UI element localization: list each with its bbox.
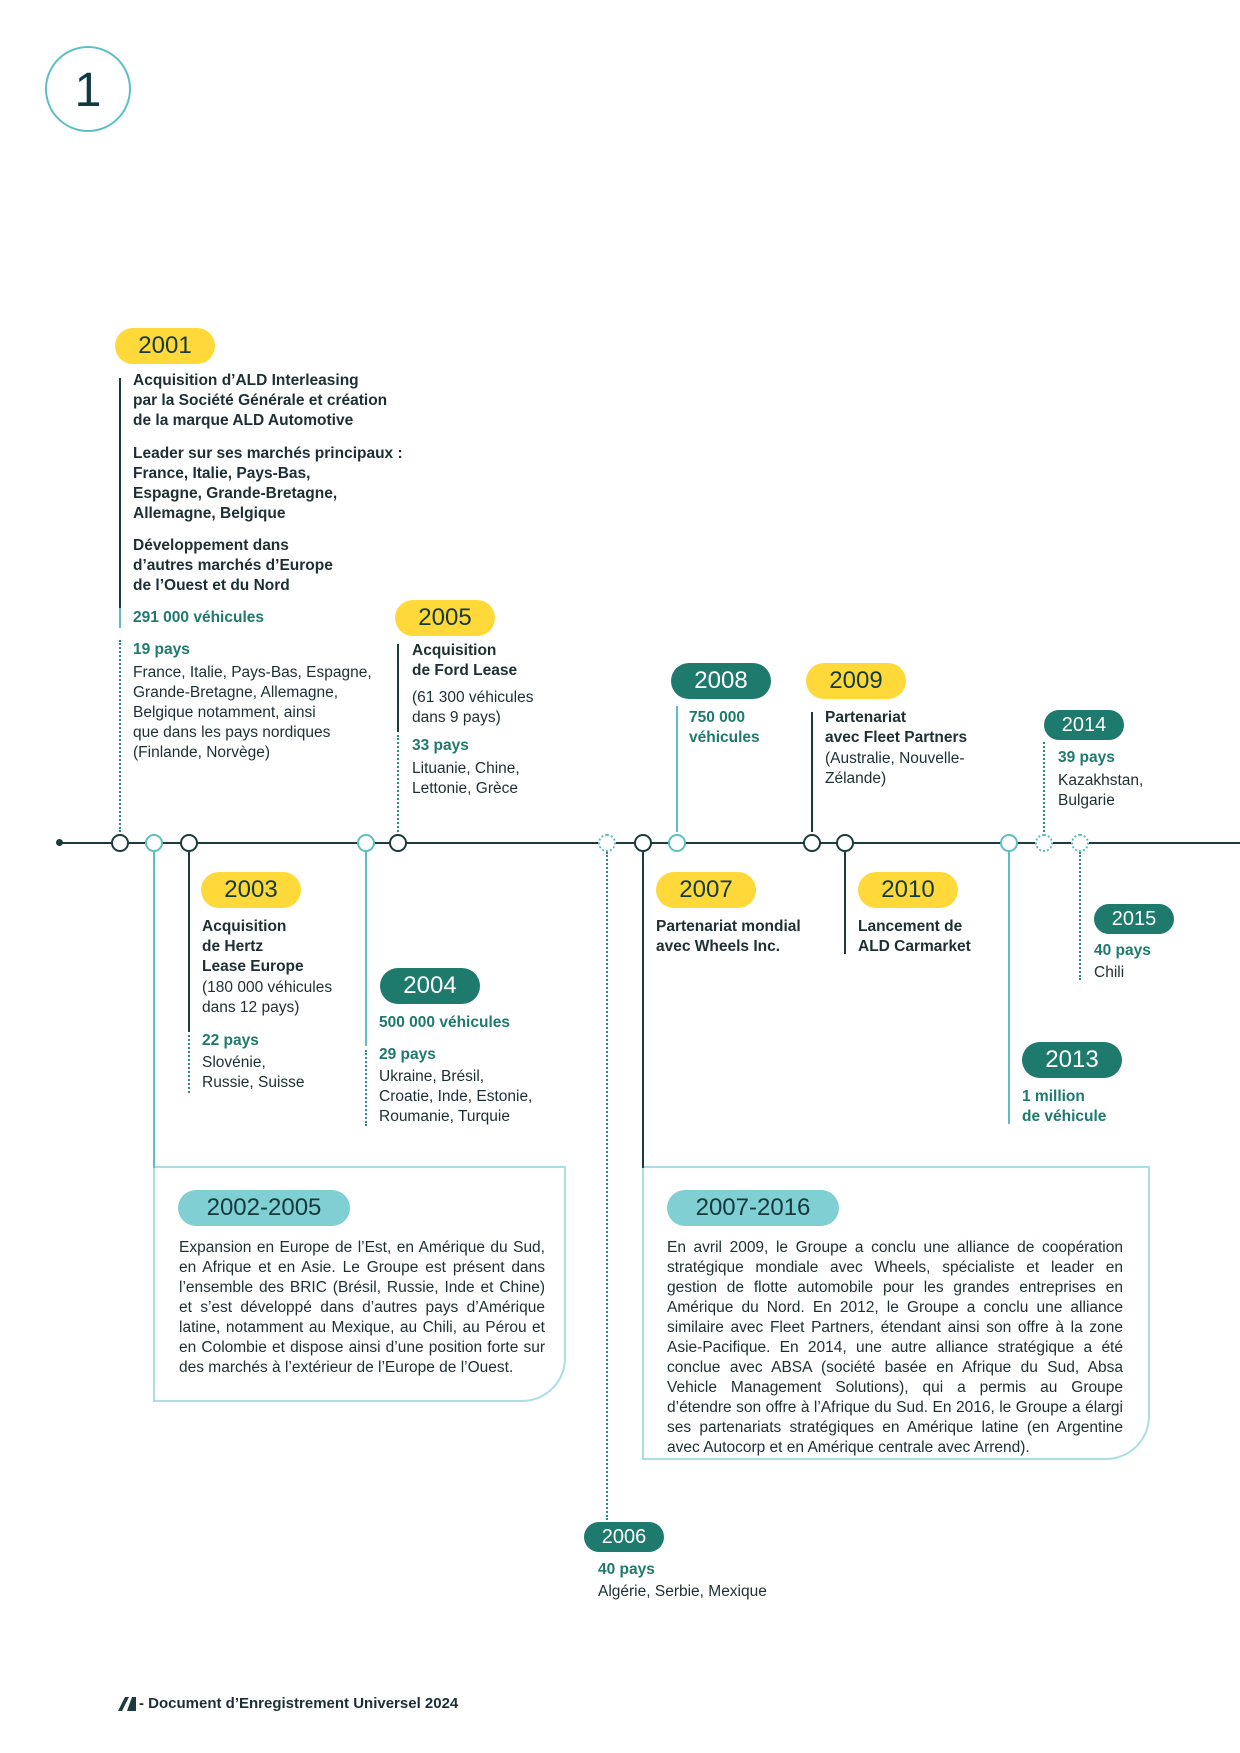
logo-icon: [118, 1697, 136, 1711]
event-2005-countries-list: Lituanie, Chine, Lettonie, Grèce: [412, 760, 520, 797]
node-2014: [1035, 834, 1053, 852]
connector-2003: [188, 852, 190, 1032]
event-2003-countries: 22 pays: [202, 1032, 259, 1049]
year-badge-2005: 2005: [395, 600, 495, 636]
event-2006-countries-list: Algérie, Serbie, Mexique: [598, 1583, 767, 1600]
year-badge-2003: 2003: [201, 872, 301, 908]
event-2006-countries: 40 pays: [598, 1561, 655, 1578]
period-badge-2002-2005: 2002-2005: [178, 1190, 350, 1226]
node-2002: [145, 834, 163, 852]
connector-2007: [642, 852, 644, 1168]
event-2014-countries: 39 pays: [1058, 749, 1115, 766]
event-2003-detail: (180 000 véhicules dans 12 pays): [202, 979, 333, 1016]
event-2007-title: Partenariat mondial avec Wheels Inc.: [656, 918, 801, 955]
footer-text: - Document d’Enregistrement Universel 20…: [139, 1695, 459, 1712]
connector-2001-dotted: [119, 640, 121, 832]
event-2014-countries-list: Kazakhstan, Bulgarie: [1058, 772, 1144, 809]
period-box-2007-2016: [642, 1166, 1150, 1460]
node-2013: [1000, 834, 1018, 852]
node-2007: [634, 834, 652, 852]
connector-2015-dotted: [1079, 852, 1081, 980]
event-2001-development: Développement dans d’autres marchés d’Eu…: [133, 537, 333, 594]
event-2009-detail: (Australie, Nouvelle- Zélande): [825, 750, 965, 787]
chapter-number: 1: [45, 46, 131, 132]
node-2010: [836, 834, 854, 852]
year-badge-2001: 2001: [115, 328, 215, 364]
node-2004: [357, 834, 375, 852]
year-badge-2014: 2014: [1044, 710, 1124, 740]
event-2003-title: Acquisition de Hertz Lease Europe: [202, 918, 304, 975]
connector-2005: [397, 644, 399, 732]
event-2015-countries-list: Chili: [1094, 964, 1125, 981]
connector-2005-dotted: [397, 735, 399, 832]
event-2015-countries: 40 pays: [1094, 942, 1151, 959]
node-2001: [111, 834, 129, 852]
node-2009: [803, 834, 821, 852]
connector-2008: [676, 706, 678, 832]
period-badge-2007-2016: 2007-2016: [667, 1190, 839, 1226]
event-2004-vehicles: 500 000 véhicules: [379, 1014, 510, 1031]
year-badge-2007: 2007: [656, 872, 756, 908]
event-2001-countries: 19 pays: [133, 641, 190, 658]
connector-2009: [811, 712, 813, 832]
event-2005-title: Acquisition de Ford Lease: [412, 642, 518, 679]
period-text-2002-2005: Expansion en Europe de l’Est, en Amériqu…: [179, 1239, 545, 1376]
event-2004-countries: 29 pays: [379, 1046, 436, 1063]
connector-2002-2005: [153, 852, 155, 1168]
node-2003: [180, 834, 198, 852]
connector-2004: [365, 852, 367, 1046]
event-2003-countries-list: Slovénie, Russie, Suisse: [202, 1054, 305, 1091]
node-2015: [1071, 834, 1089, 852]
connector-2003-dotted: [188, 1035, 190, 1093]
year-badge-2009: 2009: [806, 663, 906, 699]
connector-2004-dotted: [365, 1050, 367, 1126]
event-2001-countries-list: France, Italie, Pays-Bas, Espagne, Grand…: [133, 664, 372, 761]
connector-2001-vehicles: [119, 608, 121, 628]
connector-2010: [844, 852, 846, 954]
timeline-start-dot: [56, 839, 63, 846]
node-2006: [598, 834, 616, 852]
event-2005-countries: 33 pays: [412, 737, 469, 754]
node-2005: [389, 834, 407, 852]
event-2005-detail: (61 300 véhicules dans 9 pays): [412, 689, 534, 726]
connector-2006-dotted: [606, 852, 608, 1520]
connector-2014-dotted: [1043, 742, 1045, 832]
year-badge-2015: 2015: [1094, 904, 1174, 934]
year-badge-2008: 2008: [671, 663, 771, 699]
node-2008: [668, 834, 686, 852]
event-2001-vehicles: 291 000 véhicules: [133, 609, 264, 626]
event-2001-leader: Leader sur ses marchés principaux : Fran…: [133, 445, 403, 522]
event-2008-vehicles: 750 000 véhicules: [689, 709, 760, 746]
year-badge-2004: 2004: [380, 968, 480, 1004]
year-badge-2013: 2013: [1022, 1042, 1122, 1078]
year-badge-2010: 2010: [858, 872, 958, 908]
connector-2013: [1008, 852, 1010, 1124]
event-2004-countries-list: Ukraine, Brésil, Croatie, Inde, Estonie,…: [379, 1068, 533, 1125]
period-box-2002-2005: [153, 1166, 566, 1402]
event-2013-vehicles: 1 million de véhicule: [1022, 1088, 1107, 1125]
connector-2001: [119, 378, 121, 608]
year-badge-2006: 2006: [584, 1522, 664, 1552]
period-text-2007-2016: En avril 2009, le Groupe a conclu une al…: [667, 1239, 1123, 1456]
event-2010-title: Lancement de ALD Carmarket: [858, 918, 971, 955]
event-2001-acquisition: Acquisition d’ALD Interleasing par la So…: [133, 372, 388, 429]
event-2009-title: Partenariat avec Fleet Partners: [825, 709, 968, 746]
